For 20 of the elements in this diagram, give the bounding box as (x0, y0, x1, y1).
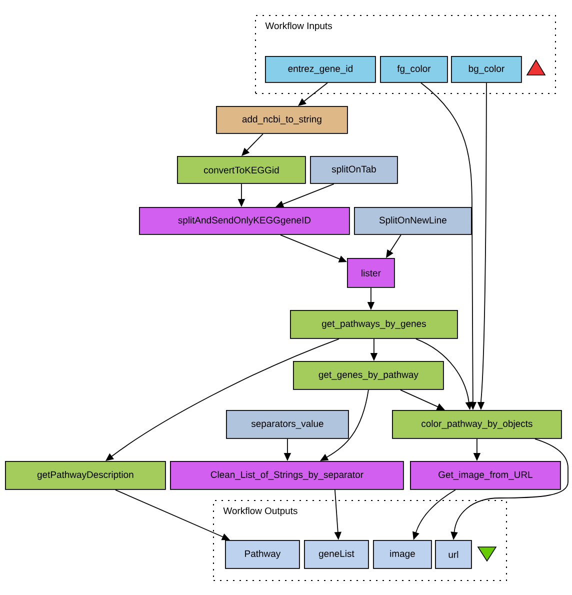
process-box: get_pathways_by_genes (290, 310, 458, 339)
process-box: geneList (304, 540, 369, 569)
process-box: Clean_List_of_Strings_by_separator (170, 461, 404, 490)
process-box: image (373, 540, 432, 569)
process-box: Get_image_from_URL (410, 461, 561, 490)
process-box: SplitOnNewLine (354, 207, 472, 235)
process-box: get_genes_by_pathway (293, 361, 444, 390)
process-box: convertToKEGGid (177, 156, 306, 184)
process-box: entrez_gene_id (265, 56, 376, 83)
process-box: lister (347, 258, 395, 288)
process-box: Pathway (225, 540, 300, 569)
process-box: bg_color (451, 56, 522, 83)
process-box: add_ncbi_to_string (216, 106, 348, 134)
process-box: color_pathway_by_objects (392, 410, 562, 439)
process-box: splitAndSendOnlyKEGGgeneID (139, 207, 350, 235)
process-box: fg_color (380, 56, 448, 83)
process-box: splitOnTab (310, 156, 398, 184)
process-box: getPathwayDescription (5, 461, 166, 490)
process-box: separators_value (226, 410, 349, 439)
process-box: url (435, 540, 472, 569)
